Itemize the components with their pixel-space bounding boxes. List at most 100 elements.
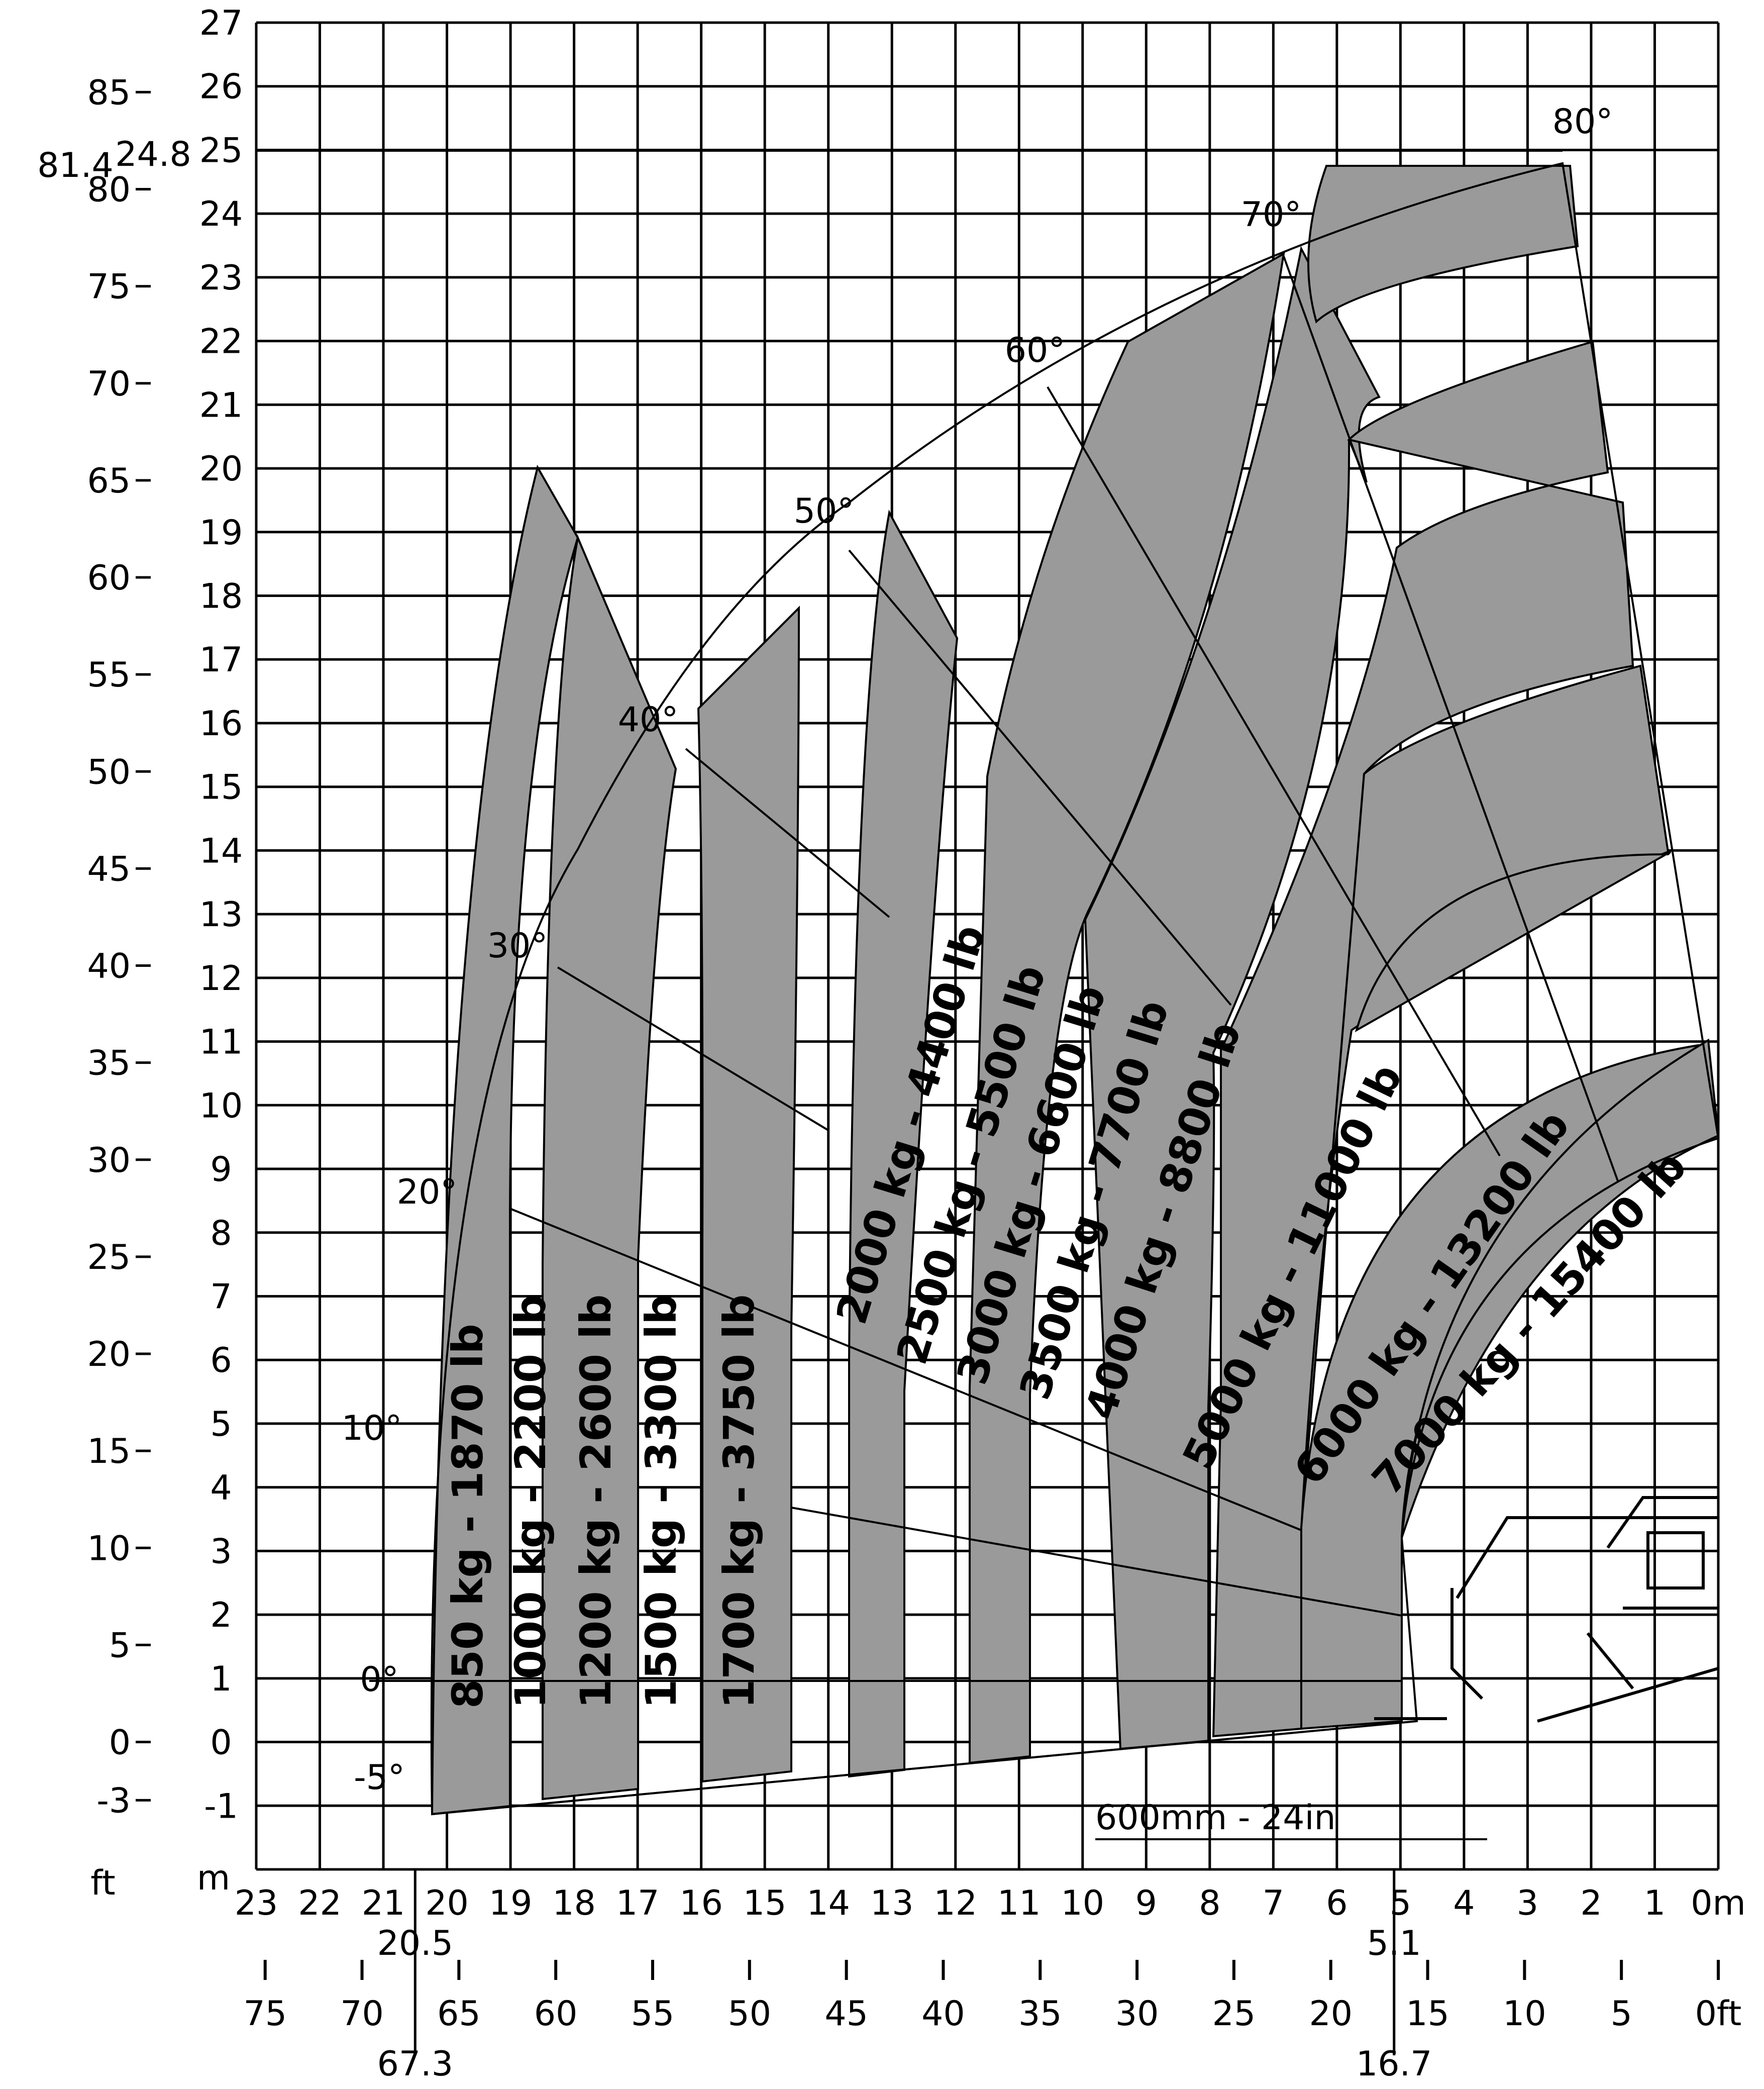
y-m-tick-label: 10 — [199, 1086, 243, 1126]
angle-line-30 — [557, 966, 830, 1132]
y-m-tick-label: 2 — [210, 1596, 232, 1635]
x-m-tick-label: 8 — [1199, 1883, 1220, 1923]
y-m-tick-label: 19 — [199, 513, 243, 553]
load-center-label: 600mm - 24in — [1095, 1798, 1336, 1838]
x-m-tick-label: 23 — [235, 1883, 278, 1923]
special-m-height: 24.8 — [115, 135, 191, 174]
y-m-tick-label: 9 — [210, 1150, 232, 1189]
x-m-tick-label: 21 — [362, 1883, 405, 1923]
x-m-tick-label: 13 — [870, 1883, 914, 1923]
y-ft-tick-label: 35 — [87, 1044, 131, 1083]
boom-angle-label: 80° — [1552, 102, 1613, 142]
y-m-tick-label: 27 — [199, 4, 243, 43]
y-ft-tick-label: 55 — [87, 655, 131, 695]
x-m-tick-label: 9 — [1135, 1883, 1157, 1923]
x-ft-tick-label: 10 — [1503, 1994, 1546, 2034]
y-ft-tick-label: 85 — [87, 73, 131, 113]
x-m-tick-label: 19 — [489, 1883, 533, 1923]
x-ft-tick-label: 35 — [1018, 1994, 1062, 2034]
x-m-tick-label: 17 — [616, 1883, 660, 1923]
load-zone-3000 — [969, 252, 1285, 1764]
y-m-tick-label: 26 — [199, 67, 243, 107]
load-zone-4000 — [1084, 246, 1381, 1750]
y-m-tick-label: 17 — [199, 640, 243, 680]
load-zone-label: 1200 kg - 2600 lb — [571, 1295, 620, 1709]
y-m-tick-label: 18 — [199, 577, 243, 617]
y-m-tick-label: 20 — [199, 449, 243, 489]
x-m-tick-label: 3 — [1517, 1883, 1538, 1923]
y-m-tick-label: 5 — [210, 1405, 232, 1444]
y-ft-tick-label: 65 — [87, 461, 131, 501]
load-zone-label: 1700 kg - 3750 lb — [714, 1295, 764, 1709]
x-m-tick-label: 22 — [298, 1883, 342, 1923]
y-m-tick-label: 25 — [199, 131, 243, 170]
y-ft-tick-label: -3 — [96, 1781, 131, 1821]
x-ft-tick-label: 30 — [1115, 1994, 1159, 2034]
x-ft-tick-label: 5 — [1611, 1994, 1632, 2034]
special-ft-height: 81.4 — [37, 146, 113, 185]
x-m-tick-label: 0m — [1691, 1883, 1746, 1923]
y-ft-tick-label: 80 — [87, 170, 131, 210]
load-zone-850 — [431, 464, 579, 1816]
y-m-tick-label: -1 — [204, 1786, 238, 1826]
y-m-tick-label: 3 — [210, 1532, 232, 1571]
y-ft-tick-label: 15 — [87, 1432, 131, 1471]
y-m-tick-label: 22 — [199, 322, 243, 362]
x-ft-tick-label: 70 — [340, 1994, 384, 2034]
y-ft-tick-label: 10 — [87, 1529, 131, 1568]
y-m-tick-label: 14 — [199, 831, 243, 871]
load-zone-2000 — [848, 510, 959, 1778]
y-m-unit: m — [197, 1858, 230, 1898]
x-m-tick-label: 12 — [933, 1883, 977, 1923]
load-zone-1700 — [697, 606, 800, 1783]
y-ft-tick-label: 75 — [87, 267, 131, 307]
angle-line-20 — [509, 1208, 1302, 1531]
angle-line-10 — [791, 1507, 1402, 1617]
boom-angle-label: 10° — [342, 1409, 402, 1448]
x-m-tick-label: 11 — [997, 1883, 1041, 1923]
load-zone-bands — [431, 165, 1720, 1816]
load-zone-7000b — [1355, 851, 1672, 1033]
boom-angle-label: 30° — [487, 926, 548, 966]
envelope-outer — [430, 162, 1720, 1816]
y-m-tick-label: 21 — [199, 385, 243, 425]
x-ft-tick-label: 0ft — [1695, 1994, 1742, 2034]
x-ft-tick-label: 15 — [1406, 1994, 1449, 2034]
x-m-tick-label: 14 — [806, 1883, 850, 1923]
boom-angle-label: 50° — [794, 491, 855, 531]
x-m-tick-label: 20 — [425, 1883, 469, 1923]
y-m-tick-label: 4 — [210, 1468, 232, 1508]
y-m-tick-label: 7 — [210, 1277, 232, 1317]
x-ft-tick-label: 25 — [1212, 1994, 1256, 2034]
x-m-tick-label: 7 — [1263, 1883, 1284, 1923]
y-m-tick-label: 8 — [210, 1214, 232, 1253]
y-ft-unit: ft — [90, 1863, 115, 1903]
x-ft-tick-label: 60 — [534, 1994, 578, 2034]
y-m-tick-label: 12 — [199, 959, 243, 999]
angle-line-70 — [1283, 256, 1619, 1181]
x-m-tick-label: 18 — [552, 1883, 596, 1923]
y-ft-tick-label: 0 — [109, 1723, 131, 1763]
y-m-tick-label: 23 — [199, 258, 243, 298]
boom-angle-label: 0° — [360, 1660, 398, 1700]
angle-line-base — [432, 1720, 1417, 1815]
y-ft-tick-label: 60 — [87, 558, 131, 598]
min-reach-ft-label: 16.7 — [1356, 2044, 1432, 2084]
y-ft-tick-label: 40 — [87, 947, 131, 986]
y-m-tick-label: 13 — [199, 895, 243, 935]
boom-angle-label: 60° — [1005, 331, 1066, 370]
angle-line-40 — [685, 748, 890, 918]
y-m-tick-label: 15 — [199, 768, 243, 808]
y-m-tick-label: 24 — [199, 194, 243, 234]
boom-angle-label: -5° — [354, 1758, 405, 1798]
y-ft-tick-label: 20 — [87, 1335, 131, 1374]
load-zone-innermost — [1401, 1038, 1720, 1538]
x-m-tick-label: 1 — [1644, 1883, 1666, 1923]
x-m-tick-label: 16 — [679, 1883, 723, 1923]
load-zone-label: 1000 kg - 2200 lb — [506, 1295, 555, 1709]
y-ft-tick-label: 45 — [87, 849, 131, 889]
x-ft-tick-label: 75 — [243, 1994, 287, 2034]
telehandler-machine — [1374, 1496, 1719, 1723]
min-reach-m-label: 5.1 — [1367, 1924, 1421, 1963]
x-m-tick-label: 6 — [1326, 1883, 1347, 1923]
